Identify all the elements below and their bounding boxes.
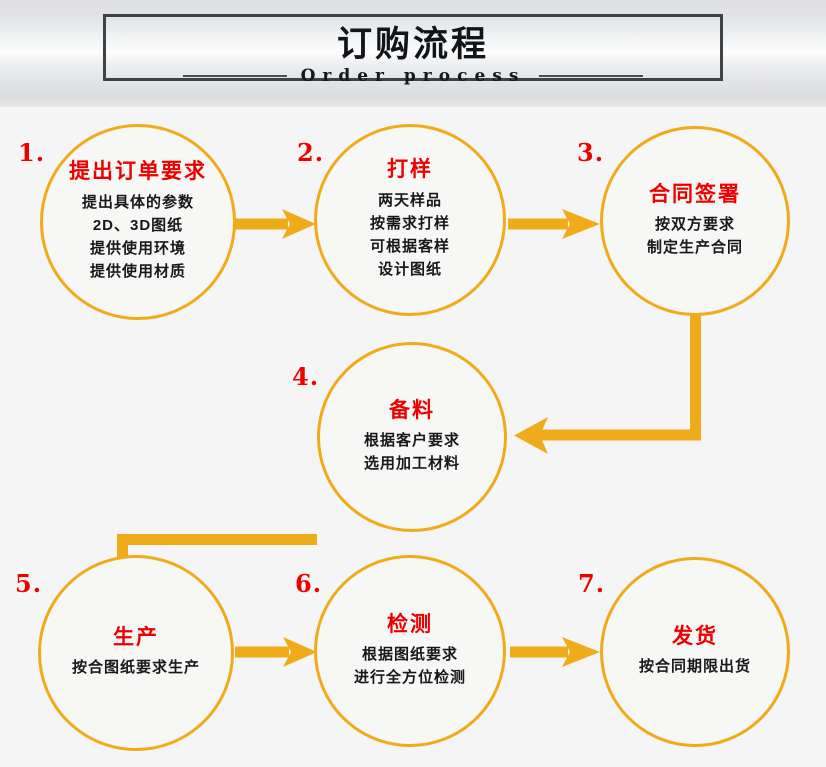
node-line: 提出具体的参数 (81, 193, 194, 211)
node-title: 打样 (387, 158, 433, 182)
step-number-2: 2. (297, 138, 325, 167)
process-node-6[interactable]: 检测 根据图纸要求 进行全方位检测 (314, 555, 506, 747)
node-detail-lines: 提出具体的参数 2D、3D图纸 提供使用环境 提供使用材质 (82, 191, 194, 284)
node-title: 生产 (113, 626, 159, 650)
node-line: 按需求打样 (369, 214, 450, 232)
node-title: 检测 (387, 612, 433, 636)
header-frame (103, 14, 723, 81)
process-node-3[interactable]: 合同签署 按双方要求 制定生产合同 (600, 126, 790, 316)
arrow-right-icon (510, 637, 600, 667)
node-line: 提供使用环境 (89, 240, 186, 258)
node-line: 设计图纸 (377, 261, 442, 279)
node-line: 选用加工材料 (363, 455, 460, 473)
node-title: 合同签署 (649, 182, 741, 206)
page-header: 订购流程 Order process (0, 0, 826, 107)
node-line: 根据客户要求 (363, 431, 460, 449)
node-detail-lines: 按合图纸要求生产 (72, 656, 200, 679)
node-line: 按合图纸要求生产 (71, 659, 200, 677)
node-detail-lines: 按双方要求 制定生产合同 (647, 213, 743, 260)
process-node-5[interactable]: 生产 按合图纸要求生产 (38, 555, 234, 751)
node-line: 按合同期限出货 (638, 658, 751, 676)
arrow-right-icon (508, 209, 600, 239)
node-line: 提供使用材质 (89, 263, 186, 281)
step-number-5: 5. (15, 569, 43, 598)
node-line: 可根据客样 (369, 238, 450, 256)
node-title: 提出订单要求 (69, 160, 207, 184)
page-title: 订购流程 (336, 24, 489, 65)
process-node-4[interactable]: 备料 根据客户要求 选用加工材料 (317, 342, 507, 532)
node-detail-lines: 根据图纸要求 进行全方位检测 (354, 643, 466, 690)
step-number-6: 6. (295, 569, 323, 598)
node-title: 发货 (672, 625, 718, 649)
process-node-7[interactable]: 发货 按合同期限出货 (600, 557, 790, 747)
step-number-7: 7. (578, 569, 606, 598)
horizontal-rule-icon (182, 75, 287, 77)
node-line: 根据图纸要求 (361, 645, 458, 663)
node-detail-lines: 两天样品 按需求打样 可根据客样 设计图纸 (370, 189, 450, 282)
node-line: 进行全方位检测 (353, 669, 466, 687)
elbow-arrow-down-left-icon (514, 315, 701, 454)
horizontal-rule-icon (539, 75, 644, 77)
page-subtitle: Order process (300, 66, 526, 86)
process-node-1[interactable]: 提出订单要求 提出具体的参数 2D、3D图纸 提供使用环境 提供使用材质 (40, 124, 236, 320)
node-line: 两天样品 (377, 191, 442, 209)
step-number-3: 3. (577, 138, 605, 167)
step-number-4: 4. (292, 362, 320, 391)
node-line: 2D、3D图纸 (92, 216, 184, 234)
node-title: 备料 (389, 398, 435, 422)
arrow-right-icon (235, 637, 317, 667)
node-detail-lines: 按合同期限出货 (639, 655, 751, 678)
process-flow-diagram: 1. 提出订单要求 提出具体的参数 2D、3D图纸 提供使用环境 提供使用材质 … (0, 107, 826, 767)
node-detail-lines: 根据客户要求 选用加工材料 (364, 429, 460, 476)
node-line: 制定生产合同 (646, 239, 743, 257)
header-subtitle-row: Order process (0, 66, 826, 86)
arrow-right-icon (234, 209, 316, 239)
node-line: 按双方要求 (654, 215, 735, 233)
step-number-1: 1. (18, 138, 46, 167)
process-node-2[interactable]: 打样 两天样品 按需求打样 可根据客样 设计图纸 (314, 124, 506, 316)
